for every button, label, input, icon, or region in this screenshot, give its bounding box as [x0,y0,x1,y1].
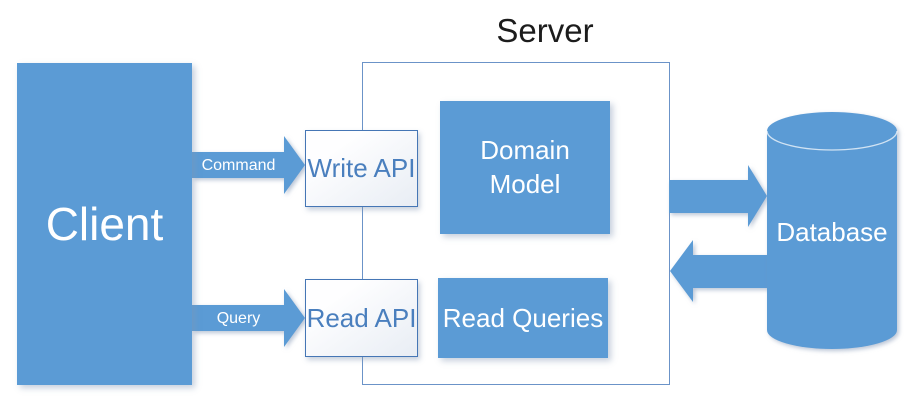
write-api-label: Write API [307,153,416,183]
database-cylinder-icon [766,112,898,349]
query-arrow-label: Query [216,309,261,327]
database-to-server-arrow-icon [670,240,772,302]
server-to-database-arrow-icon [669,165,767,227]
command-arrow-label: Command [201,156,276,174]
query-arrow-icon [192,289,305,347]
command-arrow-icon [192,136,305,194]
read-queries-node: Read Queries [438,278,608,358]
read-api-node: Read API [305,279,418,357]
client-label: Client [45,198,164,250]
client-node: Client [17,63,192,385]
server-label: Server [496,12,594,49]
domain-model-label: Domain Model [480,134,570,199]
read-queries-label: Read Queries [442,302,604,333]
database-label: Database [776,217,888,247]
domain-model-node: Domain Model [440,101,610,234]
write-api-node: Write API [305,130,418,207]
server-group-box [362,62,670,385]
read-api-label: Read API [306,302,417,333]
